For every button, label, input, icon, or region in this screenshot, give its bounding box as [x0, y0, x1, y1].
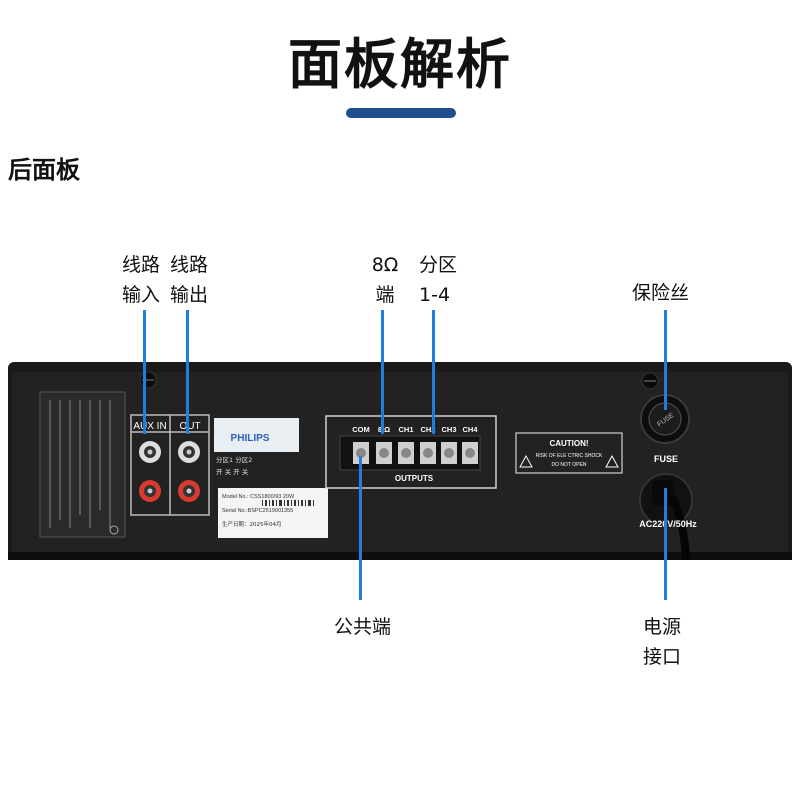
svg-text:RISK OF ELE CTRIC SHOCK: RISK OF ELE CTRIC SHOCK — [536, 453, 603, 459]
fuse-holder[interactable]: FUSE — [640, 394, 690, 444]
svg-text:COM: COM — [352, 425, 370, 434]
callout-line-out: 线路 输出 — [170, 254, 209, 306]
callout-lines — [143, 310, 667, 600]
fuse-label: FUSE — [654, 454, 678, 464]
callout-line-line-out — [186, 310, 189, 434]
callout-power: 电源 接口 — [643, 616, 682, 668]
power-label: AC220V/50Hz — [639, 519, 697, 529]
model-sticker — [218, 488, 328, 538]
power-cable — [668, 496, 690, 560]
callout-fuse: 保险丝 — [632, 282, 690, 304]
svg-text:CAUTION!: CAUTION! — [549, 439, 588, 448]
svg-text:开 关 开 关: 开 关 开 关 — [216, 467, 249, 476]
screw-icon — [641, 372, 659, 390]
callout-8ohm: 8Ω 端 — [371, 254, 399, 306]
spec-sticker — [39, 391, 126, 538]
brand-label: PHILIPS — [231, 433, 270, 444]
terminal-screws[interactable] — [353, 442, 478, 464]
warning-icon — [605, 454, 619, 468]
warning-icon — [519, 454, 533, 468]
callout-common: 公共端 — [334, 616, 392, 638]
callout-line-8ohm — [381, 310, 384, 434]
caution-label — [515, 432, 623, 474]
svg-text:CH4: CH4 — [462, 425, 478, 434]
svg-text:CH1: CH1 — [398, 425, 413, 434]
rca-jack-white[interactable] — [178, 441, 200, 463]
rca-jack-red[interactable] — [178, 480, 200, 502]
callout-line-power — [664, 488, 667, 600]
aux-in-label: AUX IN — [133, 421, 166, 432]
callout-line-line-in — [143, 310, 146, 434]
callout-line-common — [359, 456, 362, 600]
page-title: 面板解析 — [288, 33, 512, 96]
section-title: 后面板 — [8, 156, 80, 184]
brand-sticker — [214, 418, 299, 452]
callout-line-fuse — [664, 310, 667, 410]
title-underline — [346, 108, 456, 118]
svg-text:生产日期：2025年04月: 生产日期：2025年04月 — [222, 520, 282, 528]
svg-text:Model No.: CSS1800/93 20W: Model No.: CSS1800/93 20W — [222, 494, 295, 500]
callout-zones: 分区 1-4 — [419, 254, 458, 306]
svg-text:Serial No.:BSPC2519001355: Serial No.:BSPC2519001355 — [222, 508, 293, 514]
rca-jack-white[interactable] — [139, 441, 161, 463]
callout-line-in: 线路 输入 — [122, 254, 161, 306]
callout-line-zones — [432, 310, 435, 434]
terminal-block-frame — [325, 415, 497, 489]
svg-text:分区1 分区2: 分区1 分区2 — [216, 455, 252, 464]
svg-text:CH3: CH3 — [441, 425, 456, 434]
outputs-label: OUTPUTS — [395, 474, 434, 483]
out-label: OUT — [179, 421, 200, 432]
svg-text:DO NOT OPEN: DO NOT OPEN — [552, 462, 587, 468]
rca-jack-red[interactable] — [139, 480, 161, 502]
svg-text:CH2: CH2 — [420, 425, 435, 434]
screw-icon — [139, 371, 157, 389]
